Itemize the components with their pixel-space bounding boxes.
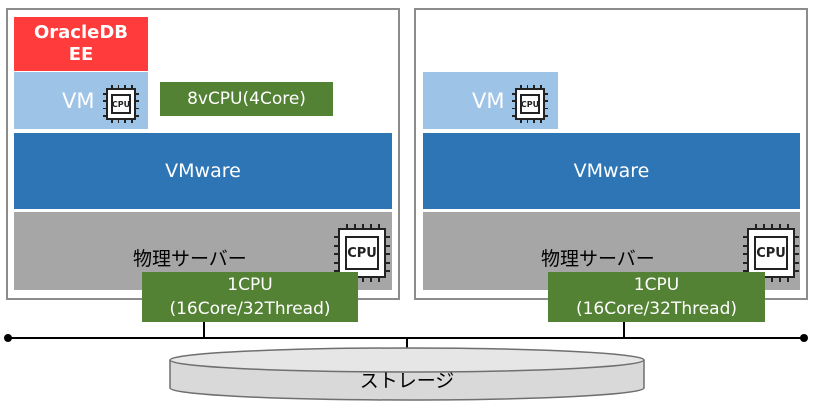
cpu-pin <box>334 261 338 264</box>
cpu-callout-left: 1CPU (16Core/32Thread) <box>142 272 358 322</box>
cpu-line2-left: (16Core/32Thread) <box>169 299 331 319</box>
cpu-pin <box>136 107 139 110</box>
cpu-pin <box>362 224 364 228</box>
cpu-pin <box>334 253 338 255</box>
cpu-pin <box>370 224 372 228</box>
cpu-pin <box>795 236 799 238</box>
cpu-pin <box>117 120 120 123</box>
cpu-pin <box>787 278 789 282</box>
vm-label-right: VM <box>472 88 505 113</box>
cpu-pin <box>131 85 133 88</box>
cpu-pin <box>743 244 747 247</box>
cpu-pin <box>512 93 515 95</box>
cpu-pin <box>545 93 548 95</box>
cpu-pin <box>545 107 548 110</box>
cpu-pin <box>743 236 747 238</box>
cpu-pin <box>779 278 781 282</box>
cpu-line1-left: 1CPU <box>227 275 273 295</box>
oracle-label-line1: OracleDB <box>33 22 129 43</box>
cpu-pin <box>520 120 522 123</box>
cpu-pin <box>795 253 799 255</box>
cpu-pin <box>124 85 126 88</box>
cpu-pin <box>743 270 747 272</box>
cpu-callout-right: 1CPU (16Core/32Thread) <box>548 272 765 322</box>
cpu-pin <box>370 278 372 282</box>
cpu-pin <box>386 253 390 255</box>
cpu-pin <box>533 120 535 123</box>
oracle-db-box: OracleDB EE <box>14 17 148 71</box>
cpu-pin <box>334 270 338 272</box>
vm-label-left: VM <box>62 88 95 113</box>
cpu-pin <box>136 93 139 95</box>
cpu-pin <box>117 85 120 88</box>
cpu-icon-vm-left: CPU <box>103 85 139 123</box>
cpu-pin <box>362 278 364 282</box>
cpu-icon-physical-right-text: CPU <box>754 236 788 270</box>
cpu-pin <box>378 224 380 228</box>
network-endpoint-right <box>800 334 808 342</box>
cpu-pin <box>743 261 747 264</box>
cpu-icon-vm-right: CPU <box>512 85 548 123</box>
cpu-line2-right: (16Core/32Thread) <box>575 299 738 319</box>
cpu-pin <box>512 107 515 110</box>
cpu-pin <box>533 85 535 88</box>
cpu-pin <box>545 100 548 102</box>
network-endpoint-left <box>4 334 12 342</box>
cpu-pin <box>540 85 542 88</box>
cpu-pin <box>334 244 338 247</box>
cpu-pin <box>520 85 522 88</box>
cpu-pin <box>540 120 542 123</box>
cpu-icon-vm-left-text: CPU <box>111 94 131 114</box>
cpu-pin <box>795 270 799 272</box>
cpu-pin <box>771 278 773 282</box>
cpu-icon-physical-right: CPU <box>743 224 799 282</box>
cpu-pin <box>386 244 390 247</box>
vmware-layer-right: VMware <box>423 133 800 209</box>
cpu-pin <box>512 100 515 102</box>
cpu-pin <box>755 224 757 228</box>
cpu-pin <box>136 100 139 102</box>
cpu-pin <box>743 253 747 255</box>
cpu-pin <box>103 93 106 95</box>
cpu-pin <box>111 85 113 88</box>
cpu-pin <box>334 236 338 238</box>
cpu-pin <box>526 85 529 88</box>
cpu-pin <box>386 236 390 238</box>
physical-label-right: 物理サーバー <box>541 248 655 270</box>
storage-label: ストレージ <box>359 370 455 392</box>
cpu-line1-right: 1CPU <box>633 275 680 295</box>
cpu-pin <box>386 270 390 272</box>
cpu-pin <box>103 100 106 102</box>
cpu-pin <box>378 278 380 282</box>
cpu-icon-physical-left-text: CPU <box>345 236 379 270</box>
cpu-pin <box>763 224 765 228</box>
cpu-pin <box>103 107 106 110</box>
cpu-pin <box>526 120 529 123</box>
cpu-pin <box>131 120 133 123</box>
cpu-pin <box>545 115 548 117</box>
vmware-layer-left: VMware <box>14 133 392 209</box>
physical-label-left: 物理サーバー <box>133 248 247 270</box>
cpu-pin <box>354 224 356 228</box>
cpu-pin <box>512 115 515 117</box>
vcpu-callout: 8vCPU(4Core) <box>160 82 333 116</box>
storage-cylinder <box>169 347 645 401</box>
vmware-label-right: VMware <box>573 160 650 182</box>
cpu-pin <box>136 115 139 117</box>
cpu-pin <box>795 244 799 247</box>
cpu-pin <box>111 120 113 123</box>
cpu-pin <box>779 224 781 228</box>
cpu-pin <box>103 115 106 117</box>
cpu-pin <box>346 224 348 228</box>
cpu-pin <box>771 224 773 228</box>
vmware-label-left: VMware <box>165 160 241 182</box>
cpu-pin <box>795 261 799 264</box>
cpu-icon-vm-right-text: CPU <box>520 94 540 114</box>
vcpu-label: 8vCPU(4Core) <box>187 89 306 109</box>
cpu-pin <box>386 261 390 264</box>
cpu-pin <box>124 120 126 123</box>
cpu-pin <box>787 224 789 228</box>
oracle-label-line2: EE <box>68 44 94 65</box>
